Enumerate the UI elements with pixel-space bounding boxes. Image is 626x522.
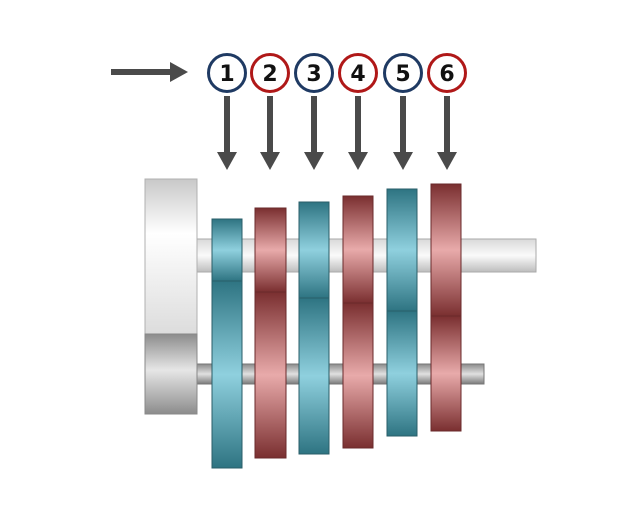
- gear-number-2: 2: [250, 53, 290, 93]
- down-arrows: [217, 96, 457, 170]
- gear-number-6-label: 6: [439, 62, 454, 87]
- housing-block: [144, 178, 198, 415]
- gear-stack-5: [386, 188, 418, 437]
- gear-number-5-label: 5: [395, 62, 410, 87]
- gear-number-3: 3: [294, 53, 334, 93]
- gear-stack-4: [342, 195, 374, 449]
- input-arrow: [111, 62, 188, 82]
- gear-number-6: 6: [427, 53, 467, 93]
- gear-number-1-label: 1: [219, 62, 234, 87]
- gear-number-4-label: 4: [350, 62, 365, 87]
- gear-stack-6: [430, 183, 462, 432]
- gear-stack-1: [211, 218, 243, 469]
- gear-number-1: 1: [207, 53, 247, 93]
- gear-number-4: 4: [338, 53, 378, 93]
- gear-stack-3: [298, 201, 330, 455]
- gear-number-2-label: 2: [262, 62, 277, 87]
- gear-number-3-label: 3: [306, 62, 321, 87]
- gear-number-5: 5: [383, 53, 423, 93]
- gear-stack-2: [254, 207, 287, 459]
